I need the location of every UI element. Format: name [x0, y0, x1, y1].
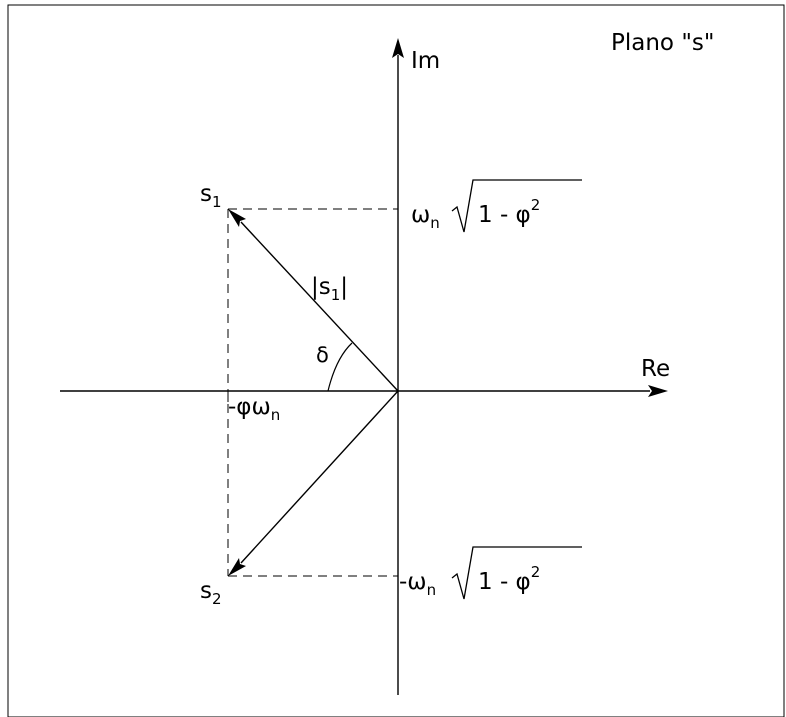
imag-lower-omega: -ωn	[399, 569, 436, 599]
real-part-label: -φωn	[228, 394, 280, 424]
real-axis-arrowhead	[648, 385, 668, 397]
angle-arc	[327, 342, 353, 392]
real-axis-label: Re	[641, 356, 670, 382]
vector-s1-arrowhead	[228, 209, 246, 227]
imag-upper-radicand: 1 - φ2	[478, 196, 540, 228]
imaginary-axis-label: Im	[411, 48, 440, 74]
imag-upper-radical-icon	[451, 179, 582, 233]
pole-s2-label: s2	[200, 578, 222, 608]
vector-s2-arrowhead	[228, 558, 246, 576]
imag-upper-omega: ωn	[411, 202, 440, 232]
imag-lower-radicand: 1 - φ2	[478, 563, 540, 595]
vector-s1	[240, 221, 399, 392]
magnitude-label: |s1|	[311, 274, 348, 304]
angle-label: δ	[316, 343, 329, 367]
vector-s2	[240, 390, 399, 564]
plane-label: Plano "s"	[611, 30, 714, 56]
pole-s1-label: s1	[200, 181, 222, 211]
imaginary-axis-arrowhead	[392, 38, 404, 58]
imag-lower-radical-icon	[451, 546, 582, 600]
frame-border	[7, 4, 785, 717]
